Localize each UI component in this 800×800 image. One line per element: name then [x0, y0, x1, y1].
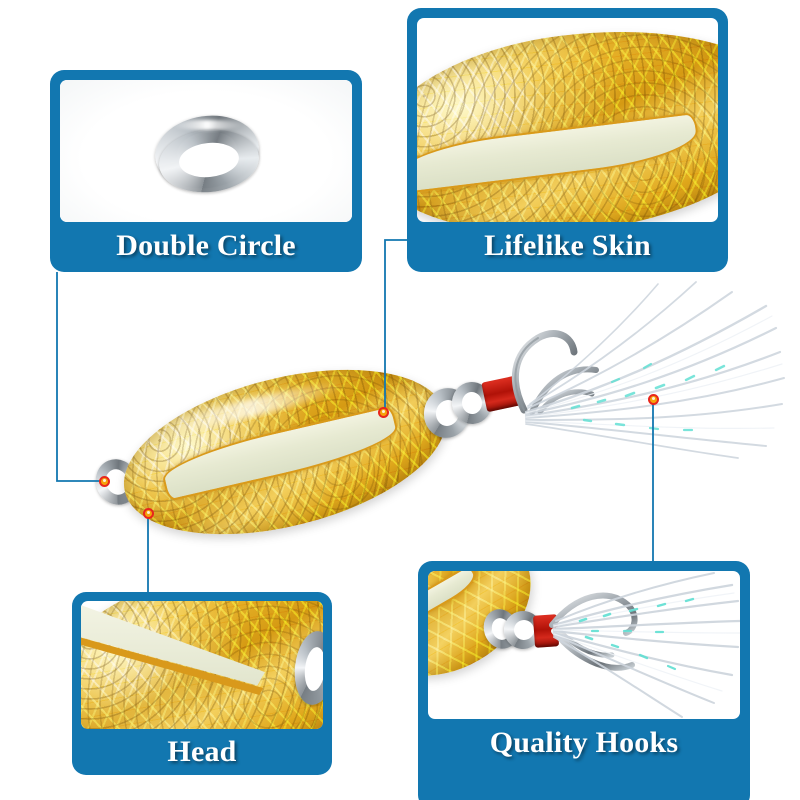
- card-label-double-circle: Double Circle: [116, 229, 296, 262]
- photo-quality-hooks: [428, 571, 740, 719]
- photo-split-ring-highlight: [172, 120, 242, 130]
- anchor-dot-head: [143, 508, 154, 519]
- anchor-dot-double-circle: [99, 476, 110, 487]
- treble-hook-and-feather-tail: [511, 281, 785, 459]
- callout-card-lifelike-skin[interactable]: Lifelike Skin: [407, 8, 728, 272]
- card-label-quality-hooks: Quality Hooks: [489, 726, 679, 759]
- card-label-head: Head: [167, 735, 237, 768]
- photo-lifelike-skin: [417, 18, 718, 222]
- photo-head: [81, 601, 323, 729]
- callout-card-quality-hooks[interactable]: Quality Hooks: [418, 561, 750, 800]
- photo-hooks-feather-art: [549, 572, 740, 718]
- photo-split-ring: [60, 80, 352, 222]
- callout-card-double-circle[interactable]: Double Circle: [50, 70, 362, 272]
- photo-skin-gold-body: [417, 18, 718, 222]
- anchor-dot-quality-hooks: [648, 394, 659, 405]
- callout-card-head[interactable]: Head: [72, 592, 332, 775]
- anchor-dot-lifelike-skin: [378, 407, 389, 418]
- card-label-lifelike-skin: Lifelike Skin: [484, 229, 651, 262]
- gold-hammered-body: [106, 340, 464, 564]
